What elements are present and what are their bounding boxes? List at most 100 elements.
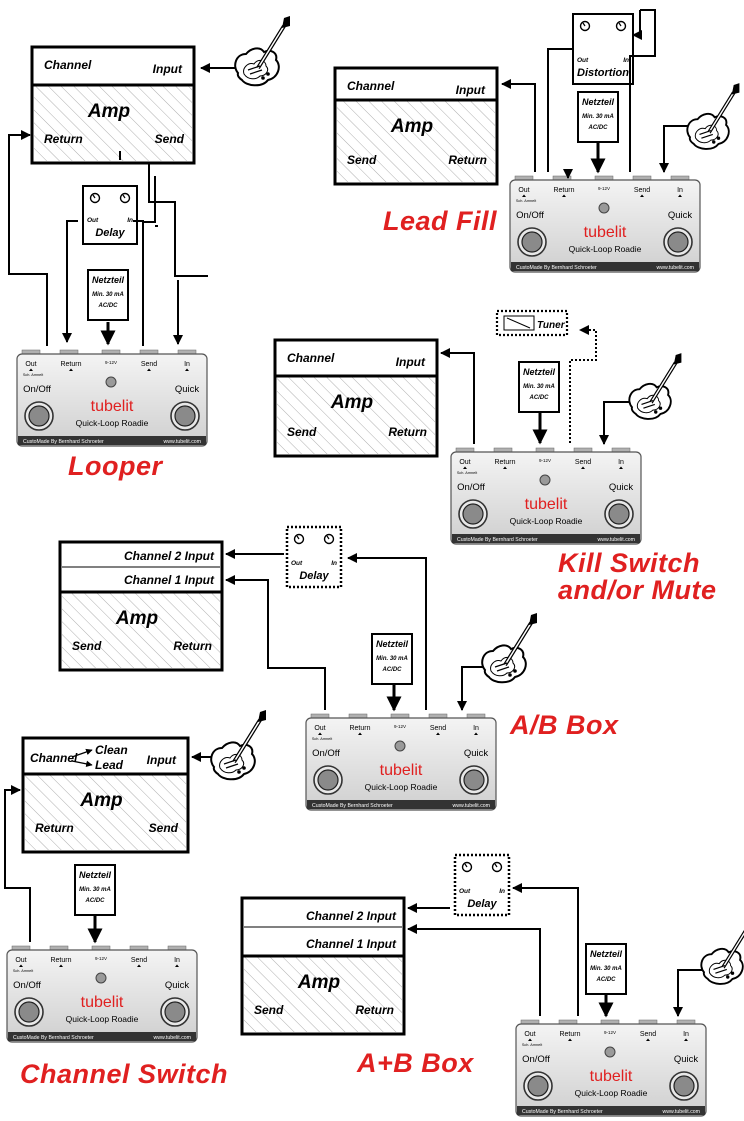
footswitch-on-off[interactable] <box>462 503 484 525</box>
footswitch-quick[interactable] <box>608 503 630 525</box>
cable-delay-out-to-return <box>62 220 78 343</box>
electric-guitar-icon <box>686 83 740 150</box>
switch-note: Sch. Amnelt <box>457 471 478 475</box>
jack-marker <box>684 1038 688 1041</box>
switch-note: Sch. Amnelt <box>23 373 44 377</box>
brand-logo: tubelit <box>91 398 134 415</box>
power-jack-label: 9-12V <box>604 1030 616 1035</box>
pedal-body <box>305 717 497 811</box>
power-supply-type: AC/DC <box>596 977 617 983</box>
effect-box <box>572 13 634 85</box>
footswitch-on-off[interactable] <box>527 1075 549 1097</box>
effect-name-delay: Delay <box>467 898 497 910</box>
footswitch-on-off[interactable] <box>28 405 50 427</box>
power-supply-box <box>518 361 560 413</box>
effect-knob <box>323 533 335 545</box>
website-label: www.tubelit.com <box>657 265 694 271</box>
amp-title: Amp <box>390 116 433 137</box>
amp-channel-2-input-label: Channel 2 Input <box>306 909 397 923</box>
effect-knob <box>491 861 503 873</box>
effect-knob <box>293 533 305 545</box>
power-supply-type: AC/DC <box>85 898 106 904</box>
jack-marker <box>474 732 478 735</box>
jack-marker <box>503 466 507 469</box>
amp-send-label: Send <box>149 821 179 835</box>
status-led <box>394 740 406 752</box>
power-supply-box <box>577 91 619 143</box>
amp-send-label: Send <box>72 639 102 653</box>
footswitch-on-off[interactable] <box>521 231 543 253</box>
footswitch-on-off[interactable] <box>18 1001 40 1023</box>
pedal-footer <box>511 262 699 271</box>
power-jack-label: 9-12V <box>598 186 610 191</box>
status-led <box>105 376 117 388</box>
switch-note: Sch. Amnelt <box>13 969 34 973</box>
pedal-body <box>509 179 701 273</box>
jack-out-label: Out <box>518 187 529 194</box>
jack-return-label: Return <box>50 957 71 964</box>
on-off-label: On/Off <box>23 384 51 395</box>
footswitch-quick[interactable] <box>164 1001 186 1023</box>
title-looper: Looper <box>68 451 163 481</box>
effect-name-distortion: Distortion <box>577 67 629 79</box>
footswitch-quick[interactable] <box>673 1075 695 1097</box>
amp-grille <box>62 592 220 668</box>
quick-label: Quick <box>175 384 200 395</box>
jack-marker <box>29 368 33 371</box>
amp-grille <box>25 774 186 850</box>
website-label: www.tubelit.com <box>453 803 490 809</box>
jack-return-label: Return <box>349 725 370 732</box>
amp-return-label: Return <box>448 153 487 167</box>
cable-out-to-channel-1 <box>225 575 326 710</box>
footswitch-quick[interactable] <box>463 769 485 791</box>
cable-guitar-in <box>457 666 488 711</box>
jack-out-label: Out <box>314 725 325 732</box>
cable-guitar-in <box>673 969 710 1017</box>
cable-return-to-delay-in <box>512 883 579 1016</box>
effect-knob <box>615 20 627 32</box>
power-supply-current: Min. 30 mA <box>79 887 111 893</box>
amp-grille <box>277 376 435 454</box>
jack-send-label: Send <box>430 725 446 732</box>
status-led <box>598 202 610 214</box>
footswitch-on-off[interactable] <box>317 769 339 791</box>
guitar-headstock <box>258 710 266 722</box>
model-name: Quick-Loop Roadie <box>76 418 149 428</box>
lead-label: Lead <box>95 758 124 772</box>
effect-out-label: Out <box>577 57 589 64</box>
footswitch-quick[interactable] <box>174 405 196 427</box>
effect-out-label: Out <box>459 888 471 895</box>
amp-grille <box>244 956 402 1032</box>
cable-guitar-in <box>659 125 694 173</box>
maker-credit: CustoMade By Bernhard Schroeter <box>457 537 538 543</box>
clean-label: Clean <box>95 743 128 757</box>
power-supply-name: Netzteil <box>590 949 623 959</box>
quick-label: Quick <box>464 748 489 759</box>
jack-marker <box>69 368 73 371</box>
jack-marker <box>19 964 23 967</box>
jack-out-label: Out <box>15 957 26 964</box>
footswitch-quick[interactable] <box>667 231 689 253</box>
model-name: Quick-Loop Roadie <box>365 782 438 792</box>
maker-credit: CustoMade By Bernhard Schroeter <box>522 1109 603 1115</box>
power-supply-box <box>371 633 413 685</box>
status-led <box>604 1046 616 1058</box>
brand-logo: tubelit <box>584 224 627 241</box>
quick-label: Quick <box>674 1054 699 1065</box>
amp-title: Amp <box>79 790 122 811</box>
jack-marker <box>318 732 322 735</box>
jack-send-label: Send <box>640 1031 656 1038</box>
title-ab-box: A/B Box <box>510 710 619 740</box>
title-kill-switch: Kill Switch <box>558 548 701 578</box>
jack-marker <box>185 368 189 371</box>
jack-marker <box>646 1038 650 1041</box>
